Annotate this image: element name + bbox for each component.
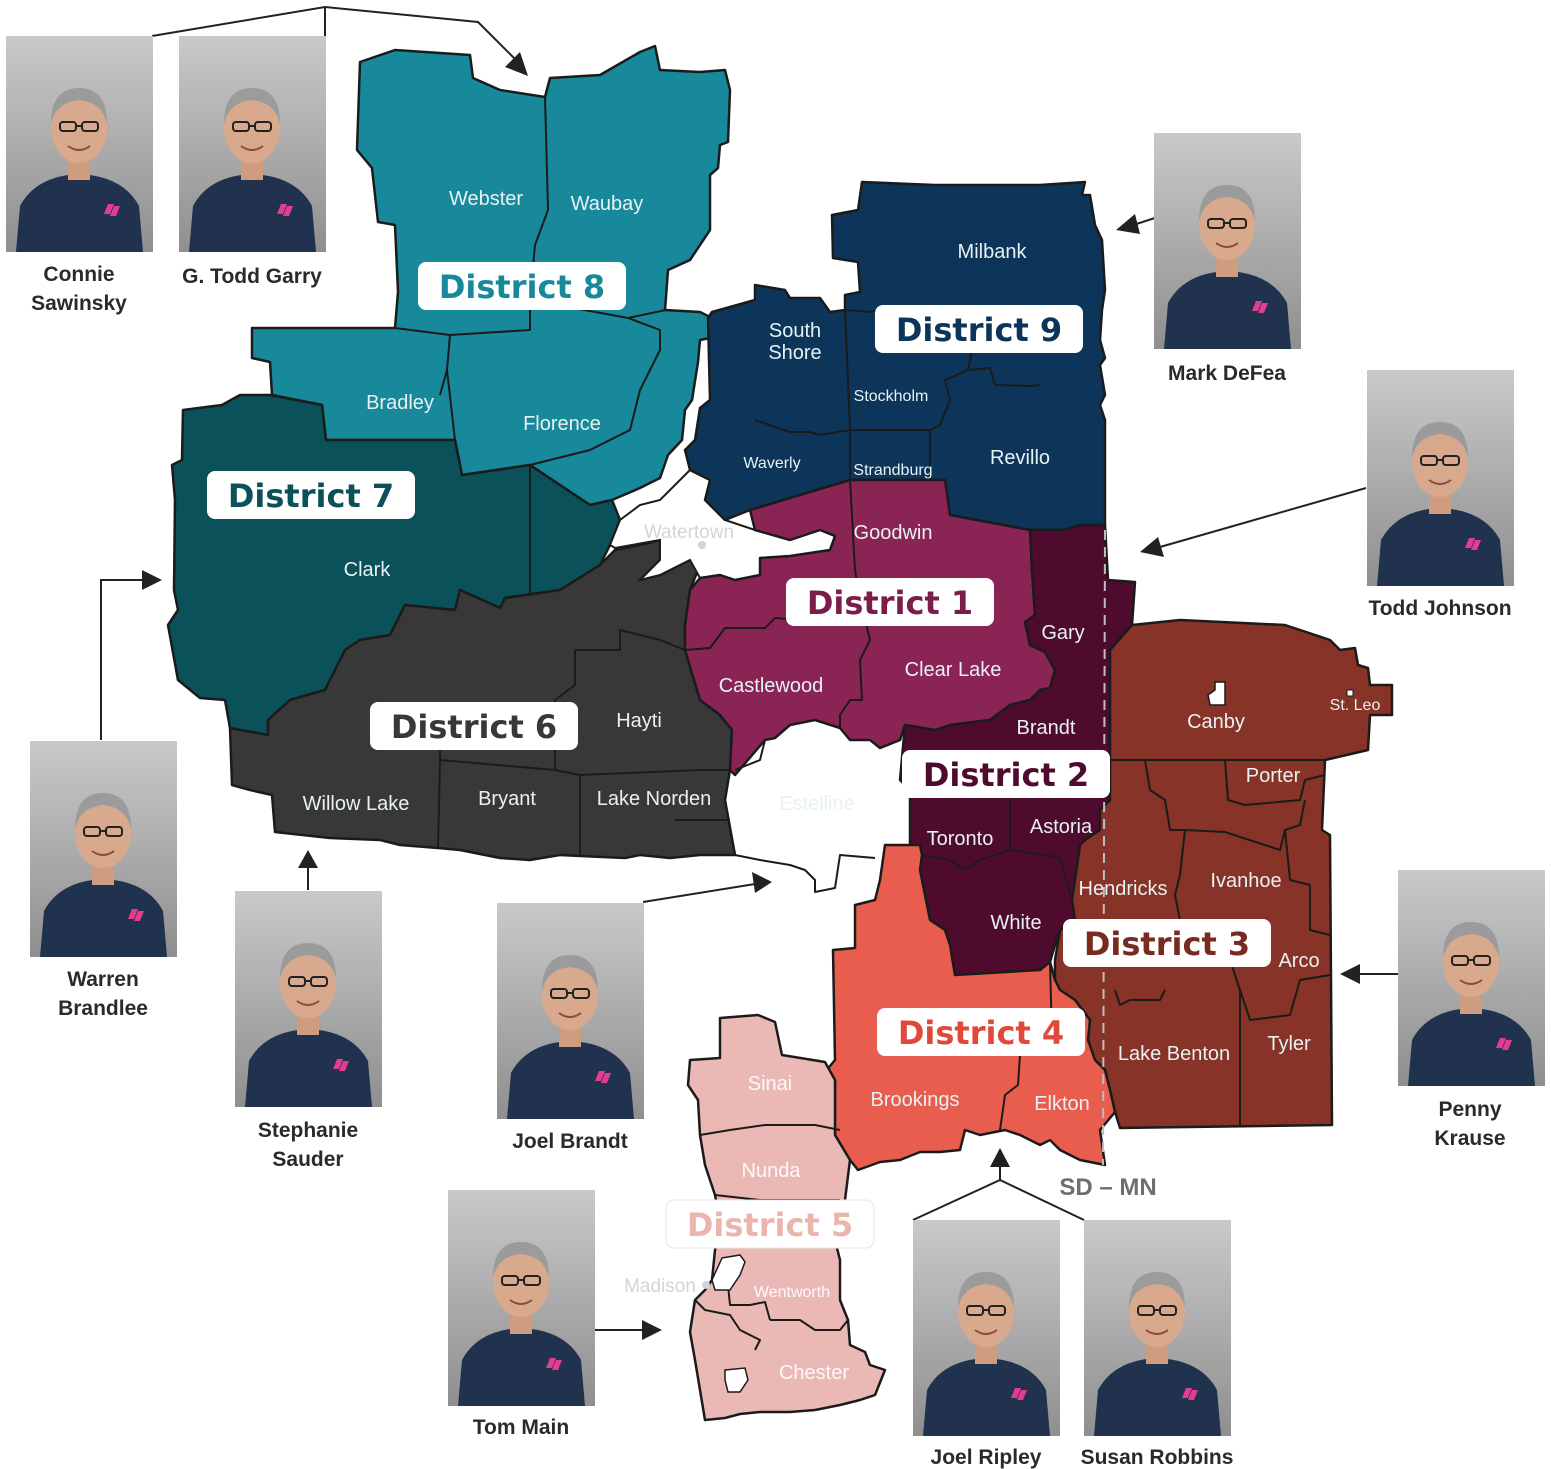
district-2-badge: District 2 bbox=[902, 750, 1110, 798]
town-hayti: Hayti bbox=[616, 710, 662, 732]
district-4-label: District 4 bbox=[898, 1014, 1064, 1052]
name-warren-2: Brandlee bbox=[58, 997, 148, 1020]
todd-johnson-portrait-icon bbox=[1367, 370, 1514, 586]
town-brandt: Brandt bbox=[1017, 717, 1076, 739]
warren-portrait-icon bbox=[30, 741, 177, 957]
town-clark: Clark bbox=[344, 559, 392, 581]
district-1-badge: District 1 bbox=[786, 578, 994, 626]
district-8-label: District 8 bbox=[439, 268, 605, 306]
todd-garry-portrait-icon bbox=[179, 36, 326, 252]
name-connie-1: Connie bbox=[43, 263, 114, 286]
town-canby: Canby bbox=[1187, 711, 1245, 733]
name-stephanie-1: Stephanie bbox=[258, 1119, 358, 1142]
name-connie-2: Sawinsky bbox=[31, 292, 127, 315]
town-strandburg: Strandburg bbox=[853, 462, 932, 479]
name-susan: Susan Robbins bbox=[1081, 1446, 1234, 1469]
mark-portrait-icon bbox=[1154, 133, 1301, 349]
town-bryant: Bryant bbox=[478, 788, 536, 810]
town-wentworth: Wentworth bbox=[754, 1284, 830, 1301]
town-tyler: Tyler bbox=[1267, 1033, 1311, 1055]
district-3-label: District 3 bbox=[1084, 925, 1250, 963]
town-waverly: Waverly bbox=[743, 455, 800, 472]
town-webster: Webster bbox=[449, 188, 523, 210]
town-florence: Florence bbox=[523, 413, 601, 435]
town-brookings: Brookings bbox=[871, 1089, 960, 1111]
town-porter: Porter bbox=[1246, 765, 1301, 787]
town-arco: Arco bbox=[1278, 950, 1319, 972]
name-joel-brandt: Joel Brandt bbox=[512, 1130, 628, 1153]
name-warren-1: Warren bbox=[67, 968, 139, 991]
district-5-label: District 5 bbox=[687, 1206, 853, 1244]
state-line bbox=[1102, 529, 1106, 1166]
town-bradley: Bradley bbox=[366, 392, 434, 414]
town-astoria: Astoria bbox=[1030, 816, 1093, 838]
district-3-badge: District 3 bbox=[1063, 919, 1271, 967]
district-badges: District 8 District 9 District 7 Distric… bbox=[207, 262, 1271, 1249]
penny-portrait-icon bbox=[1398, 870, 1545, 1086]
town-willow-lake: Willow Lake bbox=[303, 793, 410, 815]
name-tom: Tom Main bbox=[473, 1416, 569, 1439]
watertown-dot-icon bbox=[698, 541, 706, 549]
district-6-label: District 6 bbox=[391, 708, 557, 746]
joel-ripley-portrait-icon bbox=[913, 1220, 1060, 1436]
connie-portrait-icon bbox=[6, 36, 153, 252]
name-todd-johnson: Todd Johnson bbox=[1368, 597, 1511, 620]
district-9-badge: District 9 bbox=[875, 305, 1083, 353]
district-8-badge: District 8 bbox=[418, 262, 626, 310]
town-lake-benton: Lake Benton bbox=[1118, 1043, 1230, 1065]
town-white: White bbox=[990, 912, 1041, 934]
susan-portrait-icon bbox=[1084, 1220, 1231, 1436]
district-7-label: District 7 bbox=[228, 477, 394, 515]
name-joel-ripley: Joel Ripley bbox=[931, 1446, 1042, 1469]
town-estelline: Estelline bbox=[779, 793, 855, 815]
town-sinai: Sinai bbox=[748, 1073, 792, 1095]
town-south-shore-1: South bbox=[769, 320, 821, 342]
district-5-badge: District 5 bbox=[665, 1199, 875, 1249]
town-toronto: Toronto bbox=[927, 828, 994, 850]
town-south-shore-2: Shore bbox=[768, 342, 821, 364]
stephanie-portrait-icon bbox=[235, 891, 382, 1107]
town-labels: Webster Waubay Bradley Florence Clark Mi… bbox=[303, 188, 1381, 1384]
town-chester: Chester bbox=[779, 1362, 849, 1384]
st-leo-town-icon bbox=[1346, 689, 1354, 697]
district-2-label: District 2 bbox=[923, 756, 1089, 794]
madison-dot-icon bbox=[702, 1281, 710, 1289]
name-todd-garry: G. Todd Garry bbox=[182, 265, 322, 288]
name-penny-1: Penny bbox=[1438, 1098, 1501, 1121]
name-mark: Mark DeFea bbox=[1168, 362, 1286, 385]
town-milbank: Milbank bbox=[958, 241, 1028, 263]
district-9-region bbox=[683, 180, 1107, 532]
town-gary: Gary bbox=[1041, 622, 1084, 644]
name-stephanie-2: Sauder bbox=[272, 1148, 343, 1171]
town-ivanhoe: Ivanhoe bbox=[1210, 870, 1281, 892]
town-st-leo: St. Leo bbox=[1330, 697, 1381, 714]
district-1-label: District 1 bbox=[807, 584, 973, 622]
town-clear-lake: Clear Lake bbox=[905, 659, 1002, 681]
pointer-arrows bbox=[100, 5, 1398, 1340]
town-castlewood: Castlewood bbox=[719, 675, 824, 697]
city-madison: Madison bbox=[624, 1276, 696, 1297]
town-waubay: Waubay bbox=[571, 193, 644, 215]
district-4-badge: District 4 bbox=[877, 1008, 1085, 1056]
town-revillo: Revillo bbox=[990, 447, 1050, 469]
canby-town-icon bbox=[1207, 681, 1226, 706]
town-hendricks: Hendricks bbox=[1079, 878, 1168, 900]
district-9-label: District 9 bbox=[896, 311, 1062, 349]
city-watertown: Watertown bbox=[644, 522, 734, 543]
name-penny-2: Krause bbox=[1434, 1127, 1505, 1150]
town-elkton: Elkton bbox=[1034, 1093, 1090, 1115]
member-names: Connie Sawinsky G. Todd Garry Mark DeFea… bbox=[31, 263, 1511, 1469]
sd-mn-border-label: SD – MN bbox=[1059, 1174, 1156, 1201]
district-7-badge: District 7 bbox=[207, 471, 415, 519]
town-stockholm: Stockholm bbox=[854, 388, 929, 405]
town-lake-norden: Lake Norden bbox=[597, 788, 712, 810]
district-6-badge: District 6 bbox=[370, 702, 578, 750]
town-goodwin: Goodwin bbox=[854, 522, 933, 544]
tom-portrait-icon bbox=[448, 1190, 595, 1406]
town-nunda: Nunda bbox=[742, 1160, 802, 1182]
joel-brandt-portrait-icon bbox=[497, 903, 644, 1119]
